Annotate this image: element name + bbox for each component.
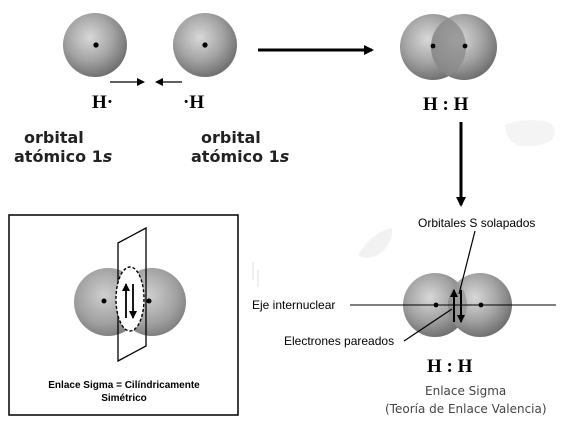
leader-electrons: [403, 308, 453, 342]
h-left-symbol: H·: [92, 92, 113, 113]
caption-sigma-bond: Enlace Sigma: [425, 384, 506, 398]
scan-smudge: [505, 120, 555, 147]
leader-overlap: [458, 230, 476, 295]
orbital-caption-left-1: orbital: [24, 128, 84, 147]
atom-right: [173, 13, 237, 77]
nucleus-dot: [462, 43, 468, 49]
scan-smudge: [358, 228, 393, 258]
orbital-caption-left-2: atómico 1s: [14, 147, 112, 166]
nucleus-dot: [433, 302, 439, 308]
cylindrical-cross-section: [115, 266, 145, 332]
h2-formula-bottom: H : H: [427, 356, 473, 377]
h-right-symbol: ·H: [183, 92, 204, 113]
scan-ghost-arrows: [252, 262, 259, 287]
orbital-caption-right-1: orbital: [201, 128, 261, 147]
inset-caption-2: Simétrico: [101, 393, 147, 404]
nucleus-dot: [478, 302, 484, 308]
nucleus-dot: [202, 42, 208, 48]
h2-formula-top: H : H: [423, 94, 469, 115]
inset-caption-1: Enlace Sigma = Cilíndricamente: [48, 380, 200, 391]
label-electrons: Electrones pareados: [284, 334, 394, 348]
nucleus-dot: [430, 43, 436, 49]
orbital-caption-right-2: atómico 1s: [191, 147, 289, 166]
caption-valence-theory: (Teoría de Enlace Valencia): [385, 402, 547, 416]
nucleus-dot: [101, 298, 107, 304]
label-overlap: Orbitales S solapados: [418, 216, 535, 230]
molecule-top: [400, 14, 497, 80]
nucleus-dot: [146, 298, 152, 304]
label-axis: Eje internuclear: [252, 298, 335, 312]
symmetry-plane: [117, 226, 147, 363]
nucleus-dot: [93, 42, 99, 48]
atom-left: [63, 13, 127, 77]
